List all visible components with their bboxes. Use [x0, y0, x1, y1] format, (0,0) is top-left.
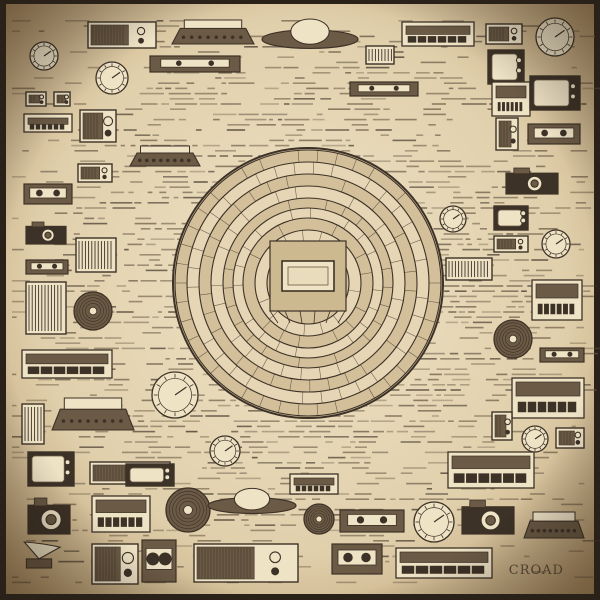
artist-signature: CROAD — [508, 563, 564, 578]
paper-vignette — [6, 4, 594, 594]
